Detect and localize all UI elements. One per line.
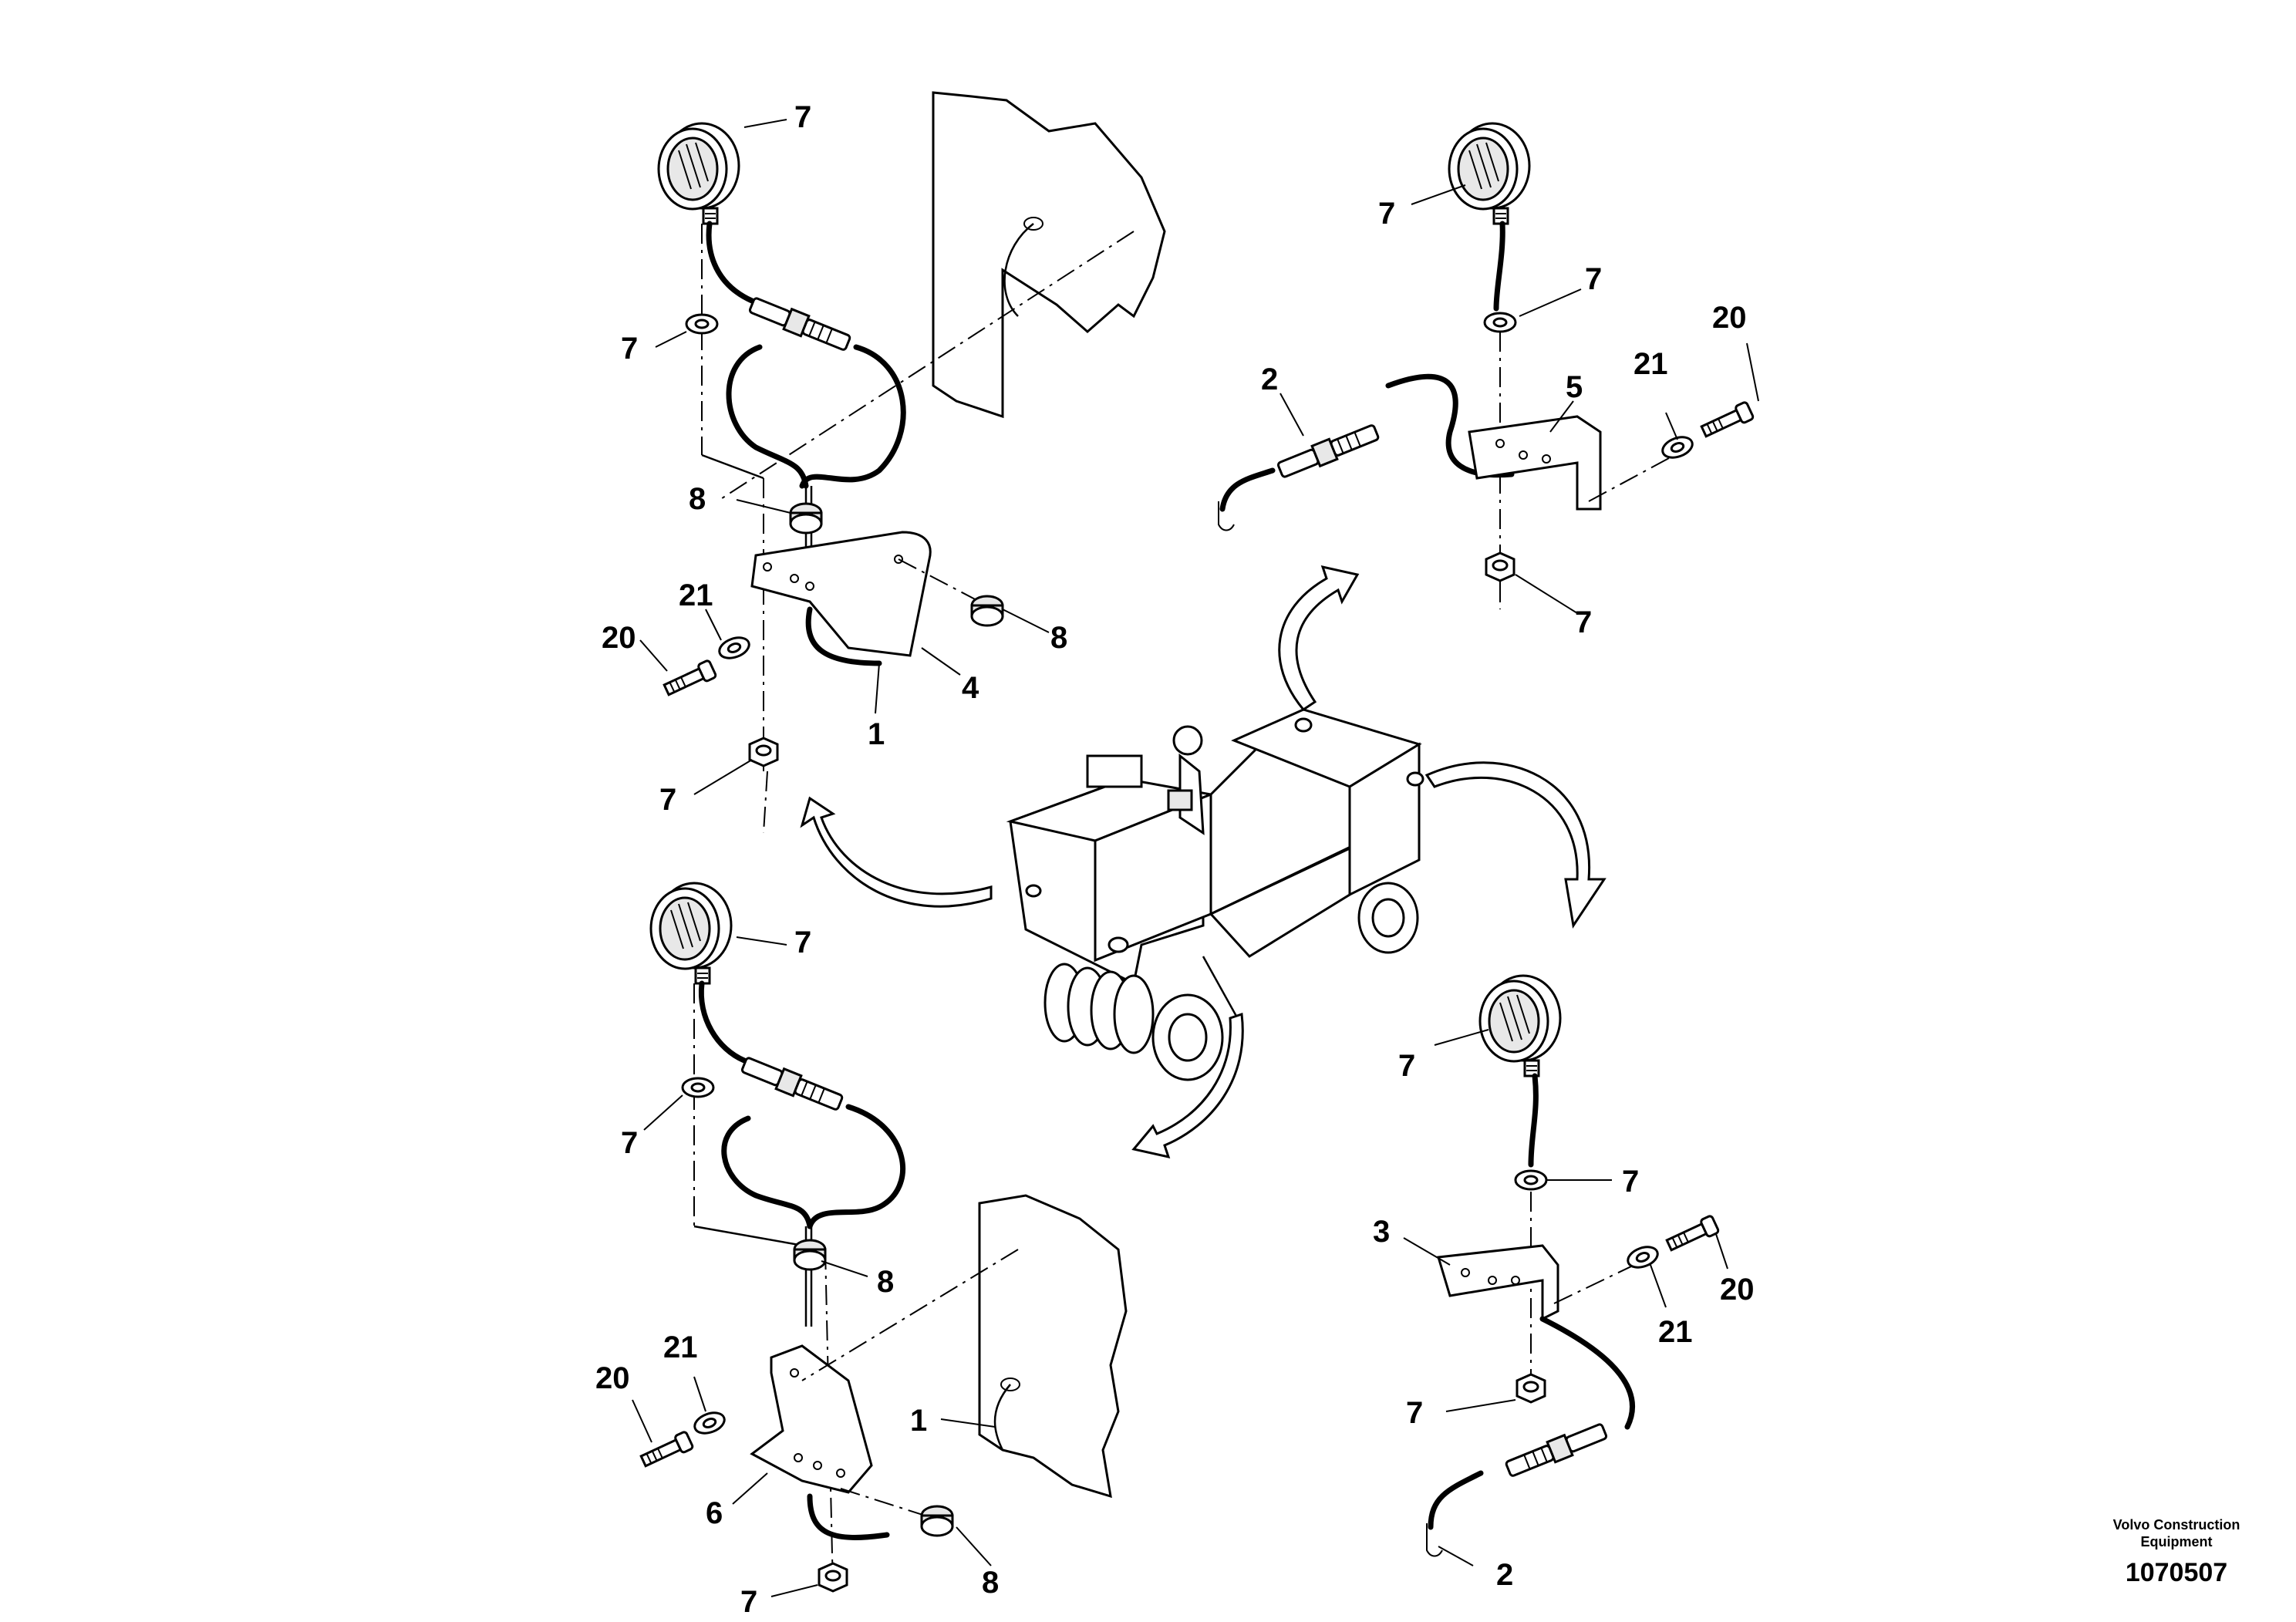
callout-labels: 7 7 8 21 20 8 4 1 7 7 7 20 21 2 5 7 7 7 … bbox=[595, 100, 1755, 1619]
assembly-bottom-right bbox=[1403, 974, 1728, 1566]
hex-bolt bbox=[1664, 1214, 1721, 1255]
pneumatic-roller-machine bbox=[1006, 708, 1424, 1081]
washer bbox=[1658, 432, 1697, 463]
cable-connector bbox=[1503, 1419, 1610, 1481]
location-arrows bbox=[800, 565, 1607, 1159]
rubber-grommet bbox=[970, 595, 1004, 627]
callout-tl-bracket: 4 bbox=[962, 671, 979, 705]
cable-connector bbox=[747, 293, 853, 355]
arrow-to-bottom-right bbox=[1424, 761, 1607, 929]
callout-tr-lamp: 7 bbox=[1378, 197, 1395, 231]
rubber-grommet bbox=[789, 502, 823, 534]
mounting-bracket bbox=[750, 1344, 873, 1494]
hex-bolt bbox=[1698, 400, 1755, 441]
hex-bolt bbox=[661, 659, 718, 700]
assembly-bottom-left bbox=[632, 882, 1128, 1597]
callout-tr-washer: 7 bbox=[1585, 262, 1602, 296]
arrow-to-bottom-left bbox=[1131, 1012, 1244, 1159]
rubber-grommet bbox=[920, 1505, 954, 1537]
callout-br-bracket: 3 bbox=[1373, 1215, 1390, 1249]
brand-line-1: Volvo Construction bbox=[2113, 1517, 2240, 1533]
callout-bl-bracket: 6 bbox=[706, 1496, 723, 1530]
washer bbox=[681, 1077, 715, 1098]
assembly-top-right bbox=[1218, 122, 1759, 614]
callout-tr-bracket: 5 bbox=[1566, 370, 1583, 404]
cable-connector bbox=[1275, 420, 1381, 482]
callout-tl-washer: 7 bbox=[621, 332, 638, 366]
hex-bolt bbox=[638, 1430, 695, 1471]
callout-bl-cable: 1 bbox=[910, 1404, 927, 1438]
callout-bl-washer: 7 bbox=[621, 1126, 638, 1160]
rubber-grommet bbox=[793, 1239, 827, 1271]
brand-line-2: Equipment bbox=[2141, 1534, 2213, 1549]
callout-br-lamp: 7 bbox=[1398, 1049, 1415, 1083]
callout-tl-bolt: 20 bbox=[602, 621, 636, 655]
machine-panel bbox=[978, 1194, 1128, 1499]
arrow-to-top-right bbox=[1278, 565, 1360, 711]
arrow-to-top-left bbox=[800, 796, 993, 908]
callout-br-washer: 7 bbox=[1622, 1165, 1639, 1199]
drawing-number: 1070507 bbox=[2126, 1558, 2227, 1587]
callout-tr-washer21: 21 bbox=[1633, 347, 1668, 381]
work-lamp bbox=[649, 882, 733, 985]
callout-tl-cable: 1 bbox=[868, 717, 885, 751]
work-lamp bbox=[1448, 122, 1531, 225]
mounting-bracket bbox=[1468, 415, 1602, 511]
mounting-bracket bbox=[1437, 1244, 1559, 1321]
drawing-footer: Volvo Construction Equipment 1070507 bbox=[2113, 1517, 2240, 1587]
callout-tl-grommet: 8 bbox=[689, 482, 706, 516]
washer bbox=[690, 1408, 729, 1438]
callout-bl-washer21: 21 bbox=[663, 1330, 698, 1364]
callout-tl-washer21: 21 bbox=[679, 578, 713, 612]
callout-tr-bolt: 20 bbox=[1712, 301, 1747, 335]
rear-lamp-position bbox=[1294, 717, 1313, 733]
machine-panel bbox=[932, 91, 1166, 419]
washer bbox=[1483, 312, 1517, 333]
callout-br-cable: 2 bbox=[1496, 1558, 1513, 1592]
callout-tl-nut: 7 bbox=[659, 783, 676, 817]
callout-br-bolt: 20 bbox=[1720, 1273, 1755, 1307]
callout-bl-lamp: 7 bbox=[794, 926, 811, 959]
hex-nut bbox=[1515, 1373, 1546, 1404]
hex-nut bbox=[1485, 551, 1515, 582]
callout-bl-bolt: 20 bbox=[595, 1361, 630, 1395]
callout-bl-nut: 7 bbox=[740, 1585, 757, 1619]
callout-tr-cable: 2 bbox=[1261, 363, 1278, 396]
hex-nut bbox=[818, 1562, 848, 1593]
hex-nut bbox=[748, 737, 779, 767]
callout-tl-lamp: 7 bbox=[794, 100, 811, 134]
washer bbox=[715, 632, 754, 663]
assembly-top-left bbox=[639, 91, 1166, 834]
callout-bl-grommet2: 8 bbox=[982, 1566, 999, 1600]
mounting-bracket bbox=[750, 531, 932, 657]
callout-tr-nut: 7 bbox=[1575, 605, 1592, 639]
callout-bl-grommet: 8 bbox=[877, 1265, 894, 1299]
callout-br-nut: 7 bbox=[1406, 1396, 1423, 1430]
washer bbox=[685, 313, 719, 335]
callout-tl-grommet2: 8 bbox=[1050, 621, 1067, 655]
callout-br-washer21: 21 bbox=[1658, 1315, 1693, 1349]
cable-connector bbox=[739, 1053, 845, 1114]
washer bbox=[1514, 1169, 1548, 1191]
work-lamp bbox=[657, 122, 740, 225]
steering-wheel bbox=[1172, 725, 1203, 756]
work-lamp bbox=[1478, 974, 1562, 1077]
